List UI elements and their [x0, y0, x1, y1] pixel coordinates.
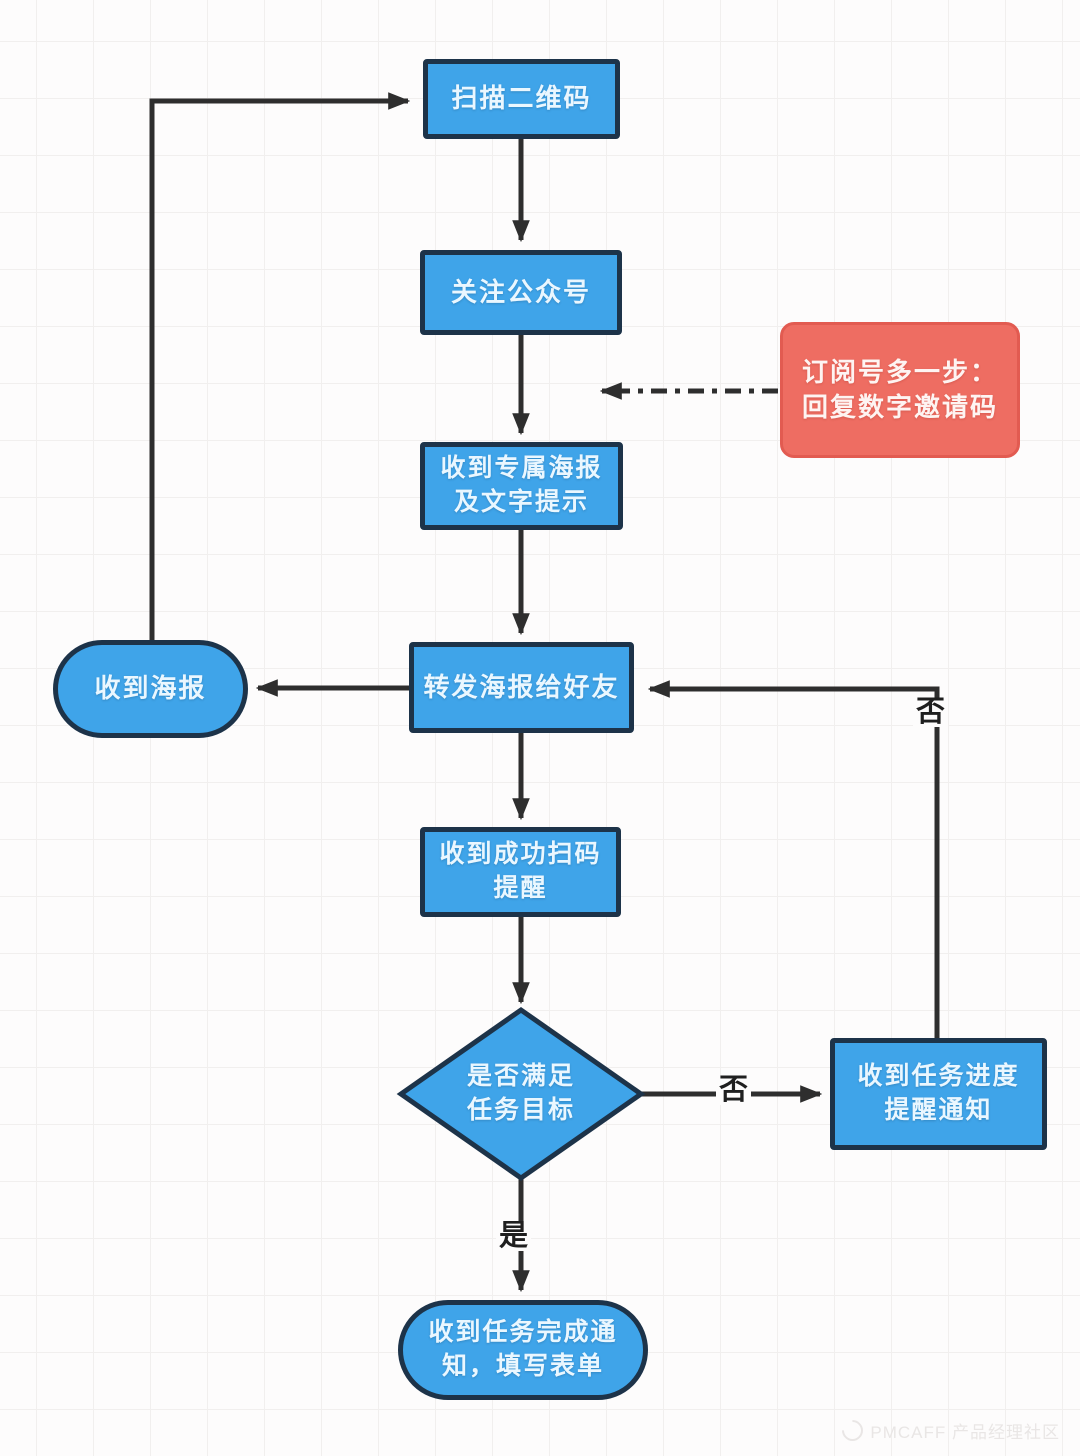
node-receive-poster-label: 收到海报: [94, 673, 207, 704]
arrow-receive-loop-to-scan: [149, 92, 411, 640]
decision-line-2: 任务目标: [466, 1096, 575, 1124]
node-scan-success: 收到成功扫码 提醒: [420, 827, 621, 917]
node-scan-qr: 扫描二维码: [423, 59, 620, 139]
note-line-2: 回复数字邀请码: [801, 392, 998, 422]
watermark: PMCAFF 产品经理社区: [838, 1415, 1060, 1446]
node-task-done: 收到任务完成通 知，填写表单: [398, 1300, 648, 1400]
edge-label-no-loop-back: 否: [913, 698, 949, 727]
node-receive-poster: 收到海报: [53, 640, 248, 738]
progress-notice-line-2: 提醒通知: [884, 1096, 993, 1124]
scan-success-line-1: 收到成功扫码: [439, 840, 602, 869]
arrow-progress-loop-to-forward: [647, 680, 940, 1038]
node-receive-poster-text: 收到专属海报 及文字提示: [420, 442, 623, 530]
watermark-text: PMCAFF 产品经理社区: [870, 1423, 1060, 1442]
progress-notice-line-1: 收到任务进度: [857, 1062, 1020, 1091]
receive-poster-text-line-2: 及文字提示: [453, 488, 589, 516]
task-done-line-2: 知，填写表单: [441, 1352, 604, 1380]
node-forward-poster: 转发海报给好友: [409, 642, 634, 733]
task-done-line-1: 收到任务完成通: [428, 1318, 618, 1347]
edge-label-yes-to-done: 是: [496, 1222, 532, 1251]
node-scan-qr-label: 扫描二维码: [451, 83, 592, 114]
decision-diamond-shape: [396, 1006, 646, 1182]
edge-label-no-to-progress: 否: [716, 1076, 752, 1105]
decision-line-1: 是否满足: [466, 1062, 575, 1091]
node-decision: 是否满足 任务目标: [421, 1056, 621, 1132]
node-subscription-note: 订阅号多一步： 回复数字邀请码: [780, 322, 1020, 458]
node-follow-account: 关注公众号: [420, 250, 622, 335]
scan-success-line-2: 提醒: [493, 874, 548, 902]
node-progress-notice: 收到任务进度 提醒通知: [830, 1038, 1047, 1150]
receive-poster-text-line-1: 收到专属海报: [440, 454, 603, 483]
pmcaff-logo-icon: [838, 1415, 868, 1446]
note-line-1: 订阅号多一步：: [801, 356, 998, 387]
node-forward-poster-label: 转发海报给好友: [423, 671, 620, 702]
node-follow-account-label: 关注公众号: [450, 276, 591, 307]
